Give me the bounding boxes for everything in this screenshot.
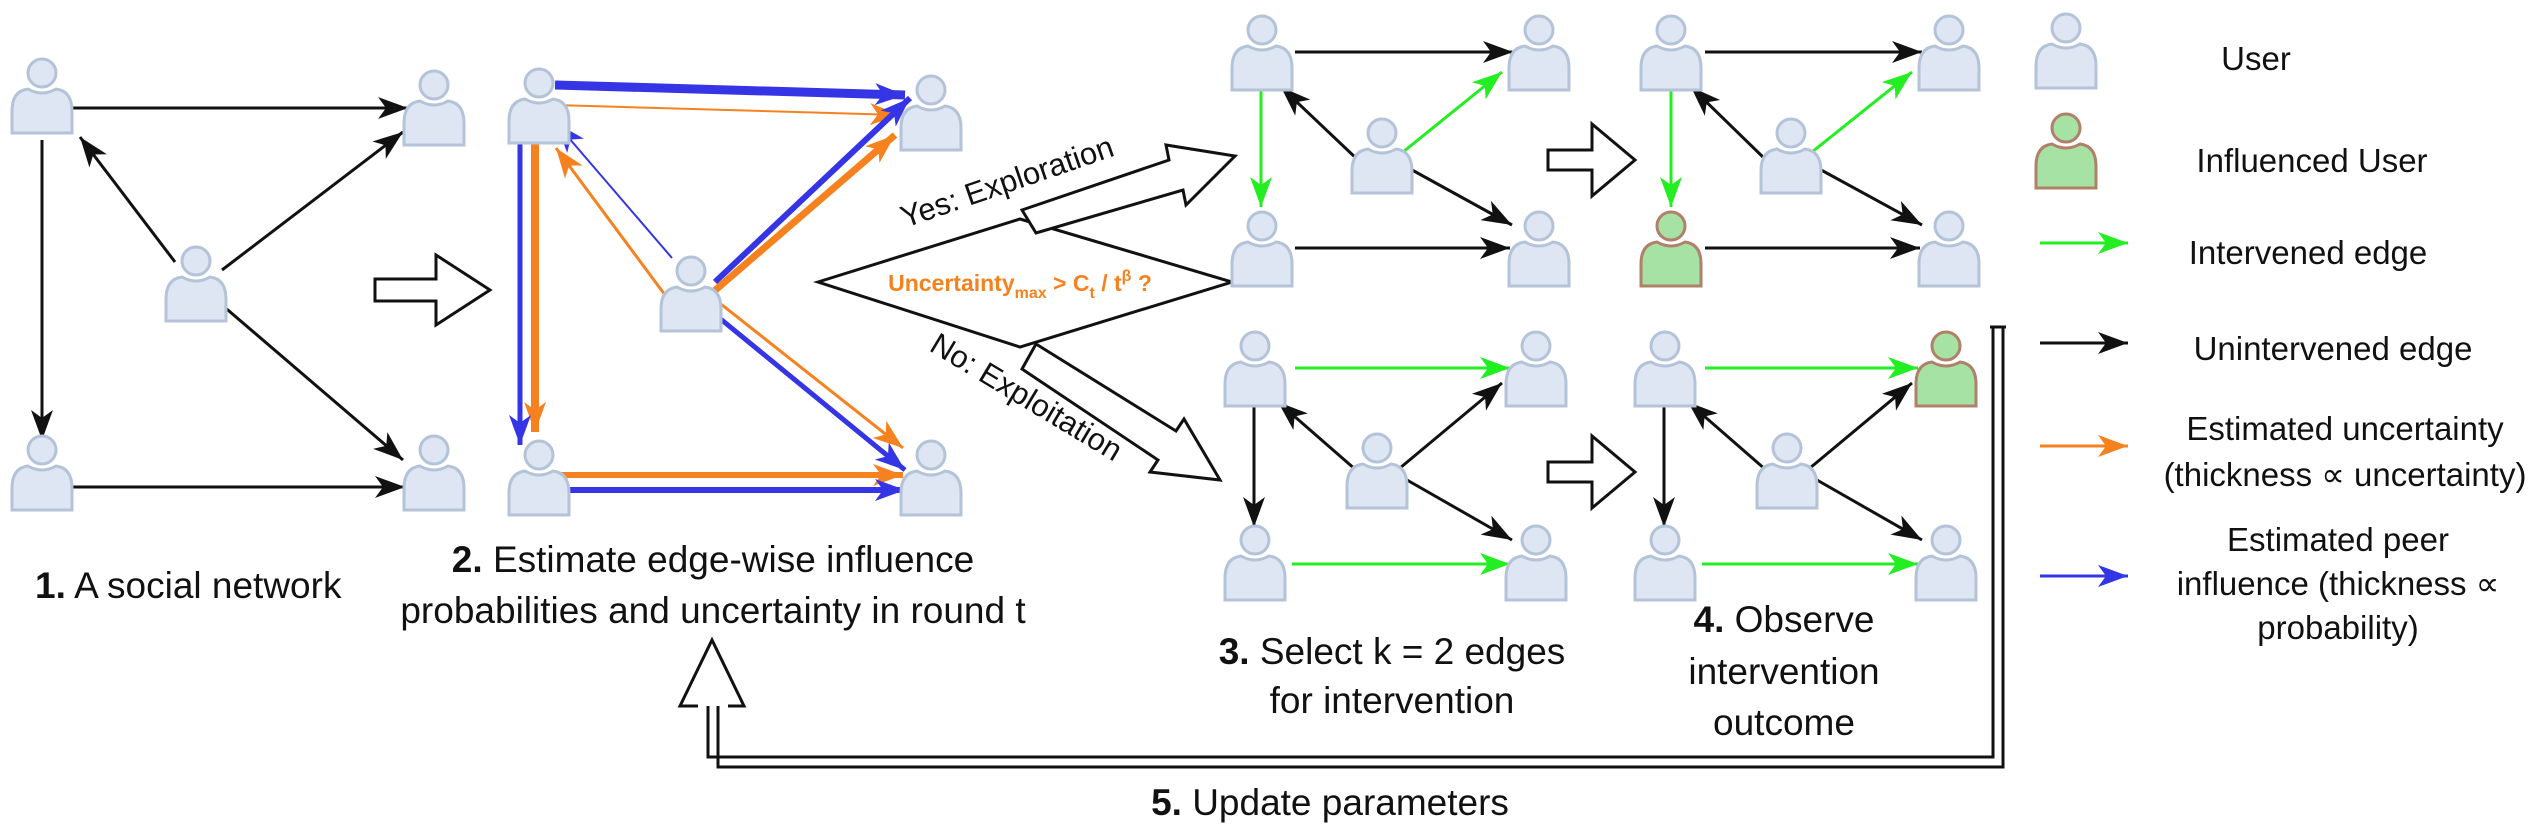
panel-3-bottom (1223, 330, 1568, 602)
step-4-label-line2: intervention (1688, 651, 1879, 692)
uncertainty-edge (711, 295, 904, 450)
user-icon (899, 439, 963, 517)
edge (221, 130, 404, 272)
edge (1809, 381, 1913, 470)
legend-user-label: User (2221, 40, 2291, 77)
edge (221, 303, 404, 462)
step-2-label-line2: probabilities and uncertainty in round t (400, 590, 1026, 631)
user-icon (507, 439, 571, 517)
legend-influence-label-2: influence (thickness ∝ (2177, 565, 2500, 602)
exploitation-arrow (1020, 341, 1223, 482)
user-icon (10, 57, 74, 135)
user-icon (1755, 432, 1819, 510)
panel-4-top (1639, 14, 1981, 288)
edge (1687, 400, 1767, 472)
step-4-label: 4. Observe (1694, 599, 1875, 640)
user-icon (402, 434, 466, 512)
uncertainty-edge (554, 103, 901, 126)
panel-3-top (1230, 14, 1571, 288)
user-icon (659, 255, 723, 333)
user-icon (1345, 432, 1409, 510)
legend-user-icon (2034, 12, 2098, 90)
user-icon (1230, 210, 1294, 288)
legend-uncertainty-label-2: (thickness ∝ uncertainty) (2164, 456, 2527, 493)
uncertainty-edge (554, 147, 667, 296)
legend-unintervened-edge-label: Unintervened edge (2194, 330, 2473, 367)
edge (1279, 85, 1360, 162)
legend-influence-label: Estimated peer (2227, 521, 2449, 558)
edge (1399, 474, 1513, 542)
intervened-edge (1811, 70, 1913, 154)
influence-edge (710, 310, 907, 472)
edge (1689, 85, 1768, 162)
step-4-label-line3: outcome (1713, 702, 1855, 743)
edge (1402, 163, 1513, 227)
legend-influenced-user-icon (2034, 112, 2098, 190)
user-icon (1350, 117, 1414, 195)
panel-4-bottom (1633, 330, 1978, 602)
user-icon (1639, 14, 1703, 92)
influence-edge (554, 80, 906, 106)
legend-intervened-edge-label: Intervened edge (2189, 234, 2428, 271)
step-block-arrow (1546, 432, 1638, 512)
panel-2-estimates (507, 67, 963, 517)
feedback-loop-arrow (677, 325, 2006, 769)
user-icon (1759, 117, 1823, 195)
user-icon (1917, 14, 1981, 92)
step-2-label: 2. Estimate edge-wise influence (452, 539, 974, 580)
step-block-arrow (373, 252, 493, 328)
user-icon (1504, 524, 1568, 602)
step-3-label: 3. Select k = 2 edges (1219, 631, 1566, 672)
influence-edge (712, 95, 913, 285)
user-icon (1504, 330, 1568, 408)
user-icon (402, 69, 466, 147)
edge (1399, 381, 1503, 470)
legend-influence-label-3: probability) (2257, 609, 2418, 646)
legend-influenced-user-label: Influenced User (2196, 142, 2427, 179)
influence-edge (555, 122, 673, 259)
legend: User Influenced User Intervened edge Uni… (2034, 12, 2527, 646)
edge (1277, 400, 1357, 472)
panel-1-network (10, 57, 466, 512)
step-1-label: 1. A social network (35, 565, 342, 606)
uncertainty-edge (709, 132, 898, 296)
user-icon (507, 67, 571, 145)
influenced-user-icon (1639, 210, 1703, 288)
step-3-label-line2: for intervention (1270, 680, 1515, 721)
user-icon (1223, 524, 1287, 602)
edge (1809, 474, 1923, 542)
exploration-arrow (1019, 143, 1239, 235)
user-icon (164, 245, 228, 323)
decision-condition: Uncertaintymax > Ct / tβ ? (888, 268, 1152, 302)
user-icon (1230, 14, 1294, 92)
decision-diamond (813, 217, 1238, 349)
user-icon (1507, 210, 1571, 288)
user-icon (1914, 524, 1978, 602)
user-icon (899, 74, 963, 152)
user-icon (1507, 14, 1571, 92)
step-block-arrow (1546, 120, 1638, 200)
user-icon (1633, 330, 1697, 408)
intervened-edge (1402, 70, 1503, 154)
user-icon (10, 434, 74, 512)
influenced-user-icon (1914, 330, 1978, 408)
step-5-label: 5. Update parameters (1151, 782, 1509, 823)
legend-uncertainty-label: Estimated uncertainty (2186, 410, 2504, 447)
user-icon (1223, 330, 1287, 408)
edge (1811, 163, 1923, 227)
edge (78, 136, 177, 263)
user-icon (1633, 524, 1697, 602)
decision-node: Uncertaintymax > Ct / tβ ? Yes: Explorat… (813, 129, 1239, 482)
user-icon (1917, 210, 1981, 288)
